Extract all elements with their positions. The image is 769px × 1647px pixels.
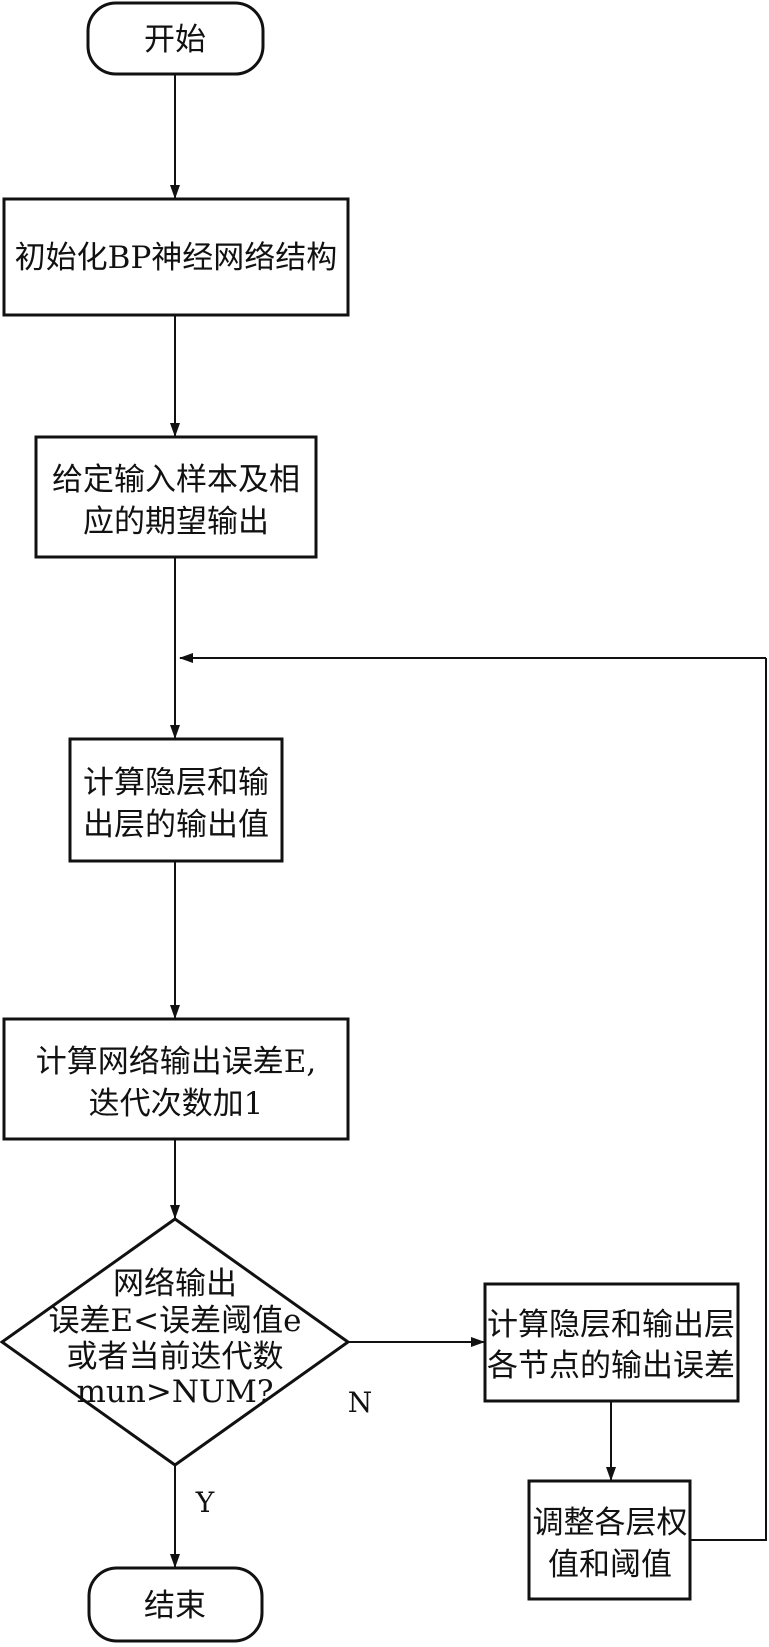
compute-error-line-1: 计算网络输出误差E, xyxy=(36,1044,316,1080)
node-error-line-2: 各节点的输出误差 xyxy=(487,1348,735,1384)
decision-line-3: 或者当前迭代数 xyxy=(67,1339,284,1375)
decision-line-2: 误差E<误差阈值e xyxy=(49,1303,302,1339)
adjust-box: 调整各层权 值和阈值 xyxy=(527,1479,692,1601)
adjust-line-1: 调整各层权 xyxy=(533,1505,688,1541)
end-label: 结束 xyxy=(144,1588,206,1624)
input-box: 给定输入样本及相 应的期望输出 xyxy=(34,435,318,559)
decision-diamond: 网络输出 误差E<误差阈值e 或者当前迭代数 mun>NUM? xyxy=(0,1217,351,1467)
yes-branch-label: Y xyxy=(195,1486,215,1519)
start-label: 开始 xyxy=(144,22,206,58)
input-line-2: 应的期望输出 xyxy=(83,504,269,540)
start-terminal: 开始 xyxy=(86,1,265,76)
compute-error-box: 计算网络输出误差E, 迭代次数加1 xyxy=(2,1017,350,1141)
input-line-1: 给定输入样本及相 xyxy=(52,462,300,498)
node-error-line-1: 计算隐层和输出层 xyxy=(487,1307,735,1343)
node-error-box: 计算隐层和输出层 各节点的输出误差 xyxy=(483,1282,740,1403)
init-label: 初始化BP神经网络结构 xyxy=(15,240,338,276)
feedback-line xyxy=(690,658,767,1541)
init-box: 初始化BP神经网络结构 xyxy=(2,197,350,317)
connectors xyxy=(170,74,767,1568)
compute-output-box: 计算隐层和输 出层的输出值 xyxy=(68,737,284,863)
no-branch-label: N xyxy=(348,1386,373,1419)
adjust-line-2: 值和阈值 xyxy=(548,1547,672,1583)
compute-error-line-2: 迭代次数加1 xyxy=(89,1086,264,1122)
compute-output-line-2: 出层的输出值 xyxy=(83,807,269,843)
decision-line-1: 网络输出 xyxy=(113,1266,237,1302)
compute-output-line-1: 计算隐层和输 xyxy=(83,765,269,801)
end-terminal: 结束 xyxy=(87,1566,264,1643)
decision-line-4: mun>NUM? xyxy=(77,1374,274,1410)
